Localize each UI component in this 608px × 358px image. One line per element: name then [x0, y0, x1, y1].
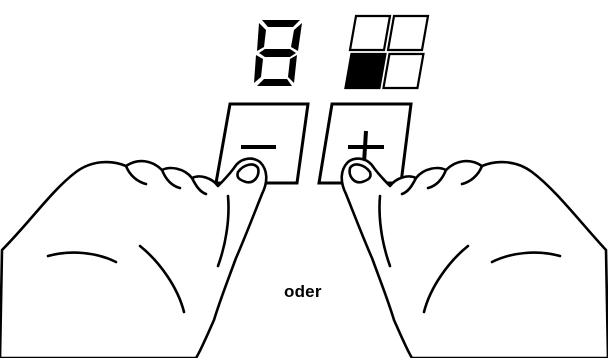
indicator-cell [388, 16, 428, 50]
left-hand [0, 159, 266, 358]
indicator-cell [383, 54, 423, 88]
digit-display [254, 20, 302, 86]
indicator-grid [345, 16, 428, 88]
right-hand [342, 159, 608, 358]
indicator-cell [350, 16, 390, 50]
indicator-cell-active [345, 54, 385, 88]
caption-text: oder [284, 282, 322, 302]
